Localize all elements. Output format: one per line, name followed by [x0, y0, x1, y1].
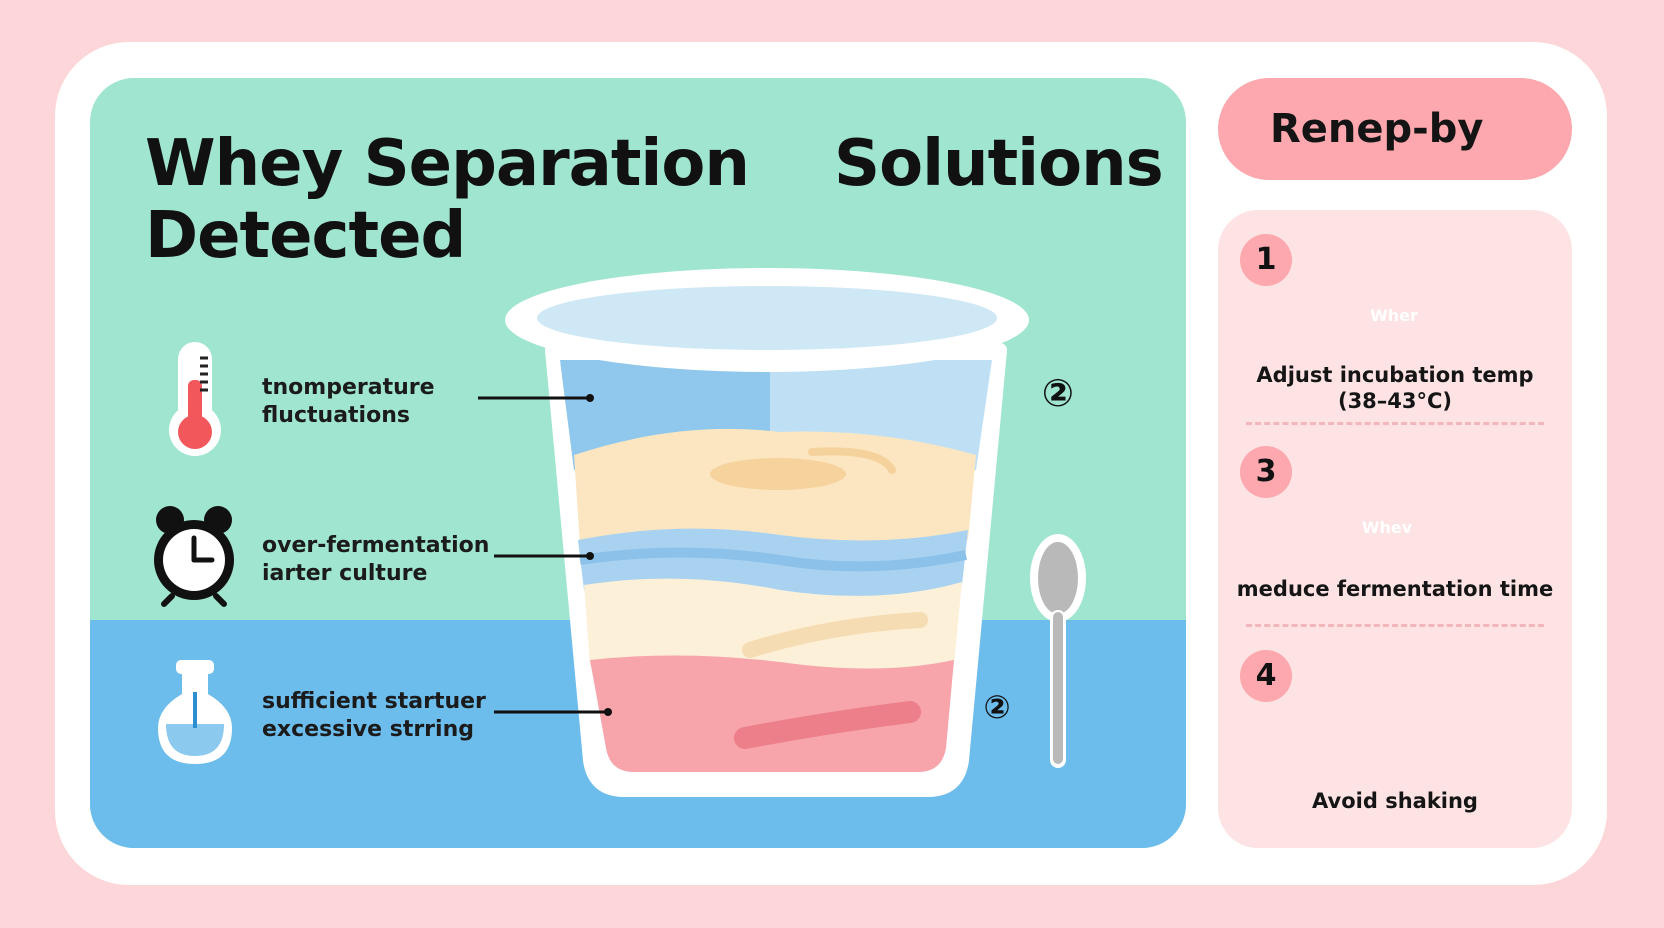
cause-label: iarter culture — [262, 561, 428, 586]
callout-marker: ② — [1041, 371, 1075, 415]
cause-fermentation: over-fermentation iarter culture — [262, 532, 489, 588]
alarm-clock-icon — [154, 506, 234, 607]
page-title: Whey Separation Detected — [145, 127, 750, 273]
cause-label: tnomperature — [262, 375, 435, 400]
remedy-header: Renep-by — [1218, 78, 1572, 180]
flask-icon — [158, 660, 232, 764]
solutions-heading: Solutions — [834, 127, 1164, 201]
connector-lines — [478, 394, 612, 716]
step-text: (38–43°C) — [1337, 389, 1453, 413]
jar-label: Wher — [1370, 306, 1418, 325]
cause-temperature: tnomperature fluctuations — [262, 374, 435, 430]
callout-marker: ② — [983, 688, 1011, 726]
thermometer-icon — [169, 342, 221, 456]
divider — [1246, 624, 1544, 627]
step-text: Adjust incubation temp — [1256, 363, 1534, 387]
cause-label: over-fermentation — [262, 533, 490, 558]
cause-label: excessive strring — [262, 717, 474, 742]
remedy-header-label: Renep-by — [1270, 106, 1484, 152]
cause-label: fluctuations — [262, 403, 410, 428]
cause-starter: sufficient startuer excessive strring — [262, 688, 486, 744]
step-text: meduce fermentation time — [1236, 577, 1554, 601]
spoon-icon — [1030, 534, 1086, 768]
cause-label: sufficient startuer — [262, 689, 486, 714]
yogurt-cup — [505, 268, 1029, 797]
step-number-badge: 1 — [1240, 234, 1292, 286]
step-number-badge: 3 — [1240, 446, 1292, 498]
step-number-badge: 4 — [1240, 650, 1292, 702]
remedy-list: 1 Wher Adjust incubation temp (38–43°C) … — [1218, 210, 1572, 848]
divider — [1246, 422, 1544, 425]
step-text: Avoid shaking — [1312, 789, 1478, 813]
jar-label: Whev — [1361, 518, 1413, 537]
